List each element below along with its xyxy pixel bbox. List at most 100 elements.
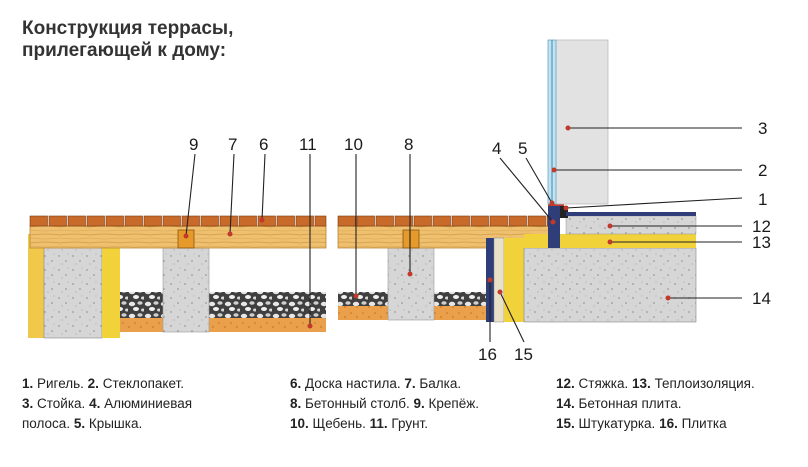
soil-left <box>118 318 326 332</box>
callout-8: 8 <box>404 135 413 154</box>
post-stand <box>555 39 609 205</box>
deck-boards-right <box>337 215 549 227</box>
legend-text: Доска настила. <box>301 376 405 391</box>
callout-3: 3 <box>758 119 767 138</box>
deck-boards-left <box>29 215 327 227</box>
legend-text: Бетонный столб. <box>301 396 414 411</box>
legend-text: Ригель. <box>33 376 88 391</box>
callout-12: 12 <box>752 217 771 236</box>
legend-number: 11. <box>369 416 388 431</box>
deck-board <box>67 215 86 227</box>
legend-line: полоса. 5. Крышка. <box>22 414 192 434</box>
legend-text: Стеклопакет. <box>98 376 184 391</box>
aluminum-strip <box>548 204 560 248</box>
deck-board <box>276 215 295 227</box>
callout-14: 14 <box>752 289 771 308</box>
deck-board <box>29 215 48 227</box>
legend-text: Стойка. <box>33 396 90 411</box>
legend-number: 16. <box>659 416 678 431</box>
legend-text: Щебень. <box>308 416 370 431</box>
left-foundation-concrete <box>43 237 103 339</box>
rigel <box>560 206 568 218</box>
foundation-insulation <box>504 238 524 322</box>
flashing <box>566 212 696 216</box>
callout-6: 6 <box>259 135 268 154</box>
callout-1: 1 <box>758 190 767 209</box>
screed <box>565 215 697 235</box>
legend-text: Балка. <box>415 376 462 391</box>
deck-board <box>143 215 162 227</box>
title-line-1: Конструкция террасы, <box>22 18 234 39</box>
deck-board <box>181 215 200 227</box>
legend-text: Крепёж. <box>424 396 479 411</box>
legend-number: 9. <box>413 396 425 411</box>
page-title: Конструкция террасы, прилегающей к дому: <box>22 18 233 62</box>
callout-10: 10 <box>344 135 363 154</box>
title-line-2: прилегающей к дому: <box>22 40 227 61</box>
callout-5: 5 <box>518 139 527 158</box>
legend-number: 4. <box>89 396 101 411</box>
legend-text: Крышка. <box>85 416 143 431</box>
leader-dots <box>183 125 671 329</box>
legend-column-3: 12. Стяжка. 13. Теплоизоляция. 14. Бетон… <box>556 374 755 434</box>
legend-number: 7. <box>404 376 416 391</box>
deck-board <box>546 215 549 227</box>
deck-board <box>200 215 219 227</box>
legend-line: 10. Щебень. 11. Грунт. <box>290 414 479 434</box>
callout-4: 4 <box>492 139 501 158</box>
legend-text: Плитка <box>677 416 727 431</box>
callout-9: 9 <box>189 135 198 154</box>
plaster-strip <box>493 237 505 323</box>
legend-line: 6. Доска настила. 7. Балка. <box>290 374 479 394</box>
deck-board <box>86 215 105 227</box>
deck-board <box>105 215 124 227</box>
callout-11: 11 <box>299 135 317 154</box>
legend-text: Бетонная плита. <box>574 396 682 411</box>
legend-number: 8. <box>290 396 302 411</box>
legend-text: полоса. <box>22 416 74 431</box>
deck-board <box>527 215 546 227</box>
deck-board <box>219 215 238 227</box>
deck-board <box>508 215 527 227</box>
legend-line: 14. Бетонная плита. <box>556 394 755 414</box>
callout-7: 7 <box>228 135 237 154</box>
legend-number: 15. <box>556 416 575 431</box>
legend-number: 6. <box>290 376 302 391</box>
deck-board <box>162 215 181 227</box>
leader-lines <box>185 127 743 343</box>
concrete-slab <box>523 247 697 323</box>
deck-board <box>451 215 470 227</box>
callout-15: 15 <box>514 345 533 364</box>
legend-line: 12. Стяжка. 13. Теплоизоляция. <box>556 374 755 394</box>
deck-board <box>337 215 356 227</box>
deck-board <box>48 215 67 227</box>
legend-number: 13. <box>632 376 651 391</box>
legend-number: 14. <box>556 396 575 411</box>
deck-board <box>356 215 375 227</box>
legend-number: 10. <box>290 416 309 431</box>
legend-text: Грунт. <box>387 416 428 431</box>
legend-number: 3. <box>22 396 34 411</box>
fastener-left <box>177 229 195 249</box>
deck-board <box>470 215 489 227</box>
callout-13: 13 <box>752 233 771 252</box>
deck-board <box>124 215 143 227</box>
deck-board <box>394 215 413 227</box>
callout-16: 16 <box>478 345 497 364</box>
legend-number: 12. <box>556 376 575 391</box>
legend-line: 1. Ригель. 2. Стеклопакет. <box>22 374 192 394</box>
legend-line: 15. Штукатурка. 16. Плитка <box>556 414 755 434</box>
legend-column-1: 1. Ригель. 2. Стеклопакет. 3. Стойка. 4.… <box>22 374 192 434</box>
legend-text: Теплоизоляция. <box>650 376 755 391</box>
legend-number: 2. <box>87 376 99 391</box>
deck-board <box>375 215 394 227</box>
legend-text: Алюминиевая <box>100 396 193 411</box>
legend-number: 1. <box>22 376 34 391</box>
deck-board <box>238 215 257 227</box>
deck-board <box>295 215 314 227</box>
fastener-right <box>402 229 420 249</box>
deck-board <box>257 215 276 227</box>
gravel-left <box>118 292 326 318</box>
